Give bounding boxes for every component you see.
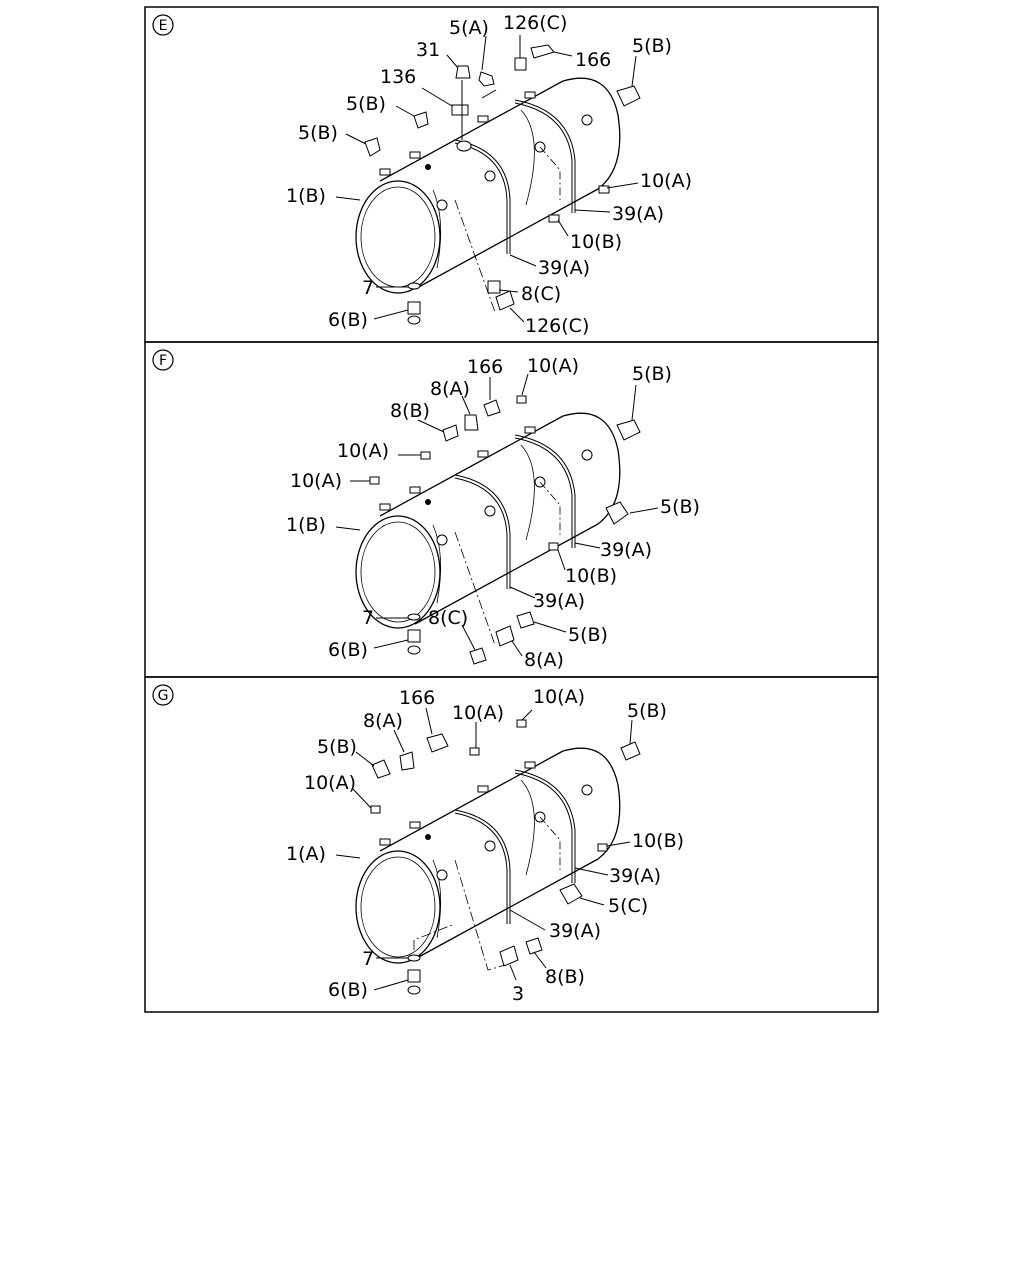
callout-166: 166	[467, 356, 503, 378]
callout-10a: 10(A)	[452, 702, 504, 724]
callout-136: 136	[380, 66, 416, 88]
callout-10b: 10(B)	[565, 565, 617, 587]
callout-5b: 5(B)	[298, 122, 338, 144]
callout-39a: 39(A)	[609, 865, 661, 887]
callout-10b: 10(B)	[632, 830, 684, 852]
callout-6b: 6(B)	[328, 979, 368, 1001]
callout-126c: 126(C)	[503, 12, 567, 34]
section-letter: G	[158, 688, 169, 704]
callout-5a: 5(A)	[449, 17, 489, 39]
callout-31: 31	[416, 39, 440, 61]
section-letter: F	[159, 353, 167, 369]
section-marker	[152, 349, 174, 371]
callout-166: 166	[399, 687, 435, 709]
callout-166: 166	[575, 49, 611, 71]
callout-8c: 8(C)	[521, 283, 561, 305]
callout-39a: 39(A)	[612, 203, 664, 225]
callout-6b: 6(B)	[328, 639, 368, 661]
callout-1a: 1(A)	[286, 843, 326, 865]
callout-39a: 39(A)	[549, 920, 601, 942]
callout-1b: 1(B)	[286, 514, 326, 536]
section-marker	[152, 14, 174, 36]
section-letter: E	[159, 18, 168, 34]
callout-39a: 39(A)	[538, 257, 590, 279]
panel-g: G	[144, 676, 879, 1013]
callout-5b: 5(B)	[317, 736, 357, 758]
callout-126c: 126(C)	[525, 315, 589, 337]
callout-5c: 5(C)	[608, 895, 648, 917]
callout-1b: 1(B)	[286, 185, 326, 207]
callout-5b: 5(B)	[632, 363, 672, 385]
panel-e: E	[144, 6, 879, 343]
callout-8a: 8(A)	[524, 649, 564, 671]
callout-10a: 10(A)	[640, 170, 692, 192]
callout-3: 3	[512, 983, 524, 1005]
callout-8a: 8(A)	[430, 378, 470, 400]
callout-10b: 10(B)	[570, 231, 622, 253]
callout-10a: 10(A)	[533, 686, 585, 708]
panel-f: F	[144, 341, 879, 678]
callout-8b: 8(B)	[545, 966, 585, 988]
callout-39a: 39(A)	[600, 539, 652, 561]
callout-10a: 10(A)	[527, 355, 579, 377]
callout-10a: 10(A)	[290, 470, 342, 492]
callout-5b: 5(B)	[660, 496, 700, 518]
bracket	[451, 104, 469, 116]
callout-10a: 10(A)	[304, 772, 356, 794]
callout-5b: 5(B)	[568, 624, 608, 646]
callout-7: 7	[362, 948, 374, 970]
callout-8a: 8(A)	[363, 710, 403, 732]
callout-5b: 5(B)	[346, 93, 386, 115]
callout-39a: 39(A)	[533, 590, 585, 612]
callout-10a: 10(A)	[337, 440, 389, 462]
callout-7: 7	[362, 277, 374, 299]
callout-5b: 5(B)	[627, 700, 667, 722]
panel-frame	[144, 341, 879, 678]
callout-5b: 5(B)	[632, 35, 672, 57]
section-marker	[152, 684, 174, 706]
callout-8b: 8(B)	[390, 400, 430, 422]
panel-frame	[144, 676, 879, 1013]
callout-6b: 6(B)	[328, 309, 368, 331]
callout-7: 7	[362, 607, 374, 629]
callout-8c: 8(C)	[428, 607, 468, 629]
